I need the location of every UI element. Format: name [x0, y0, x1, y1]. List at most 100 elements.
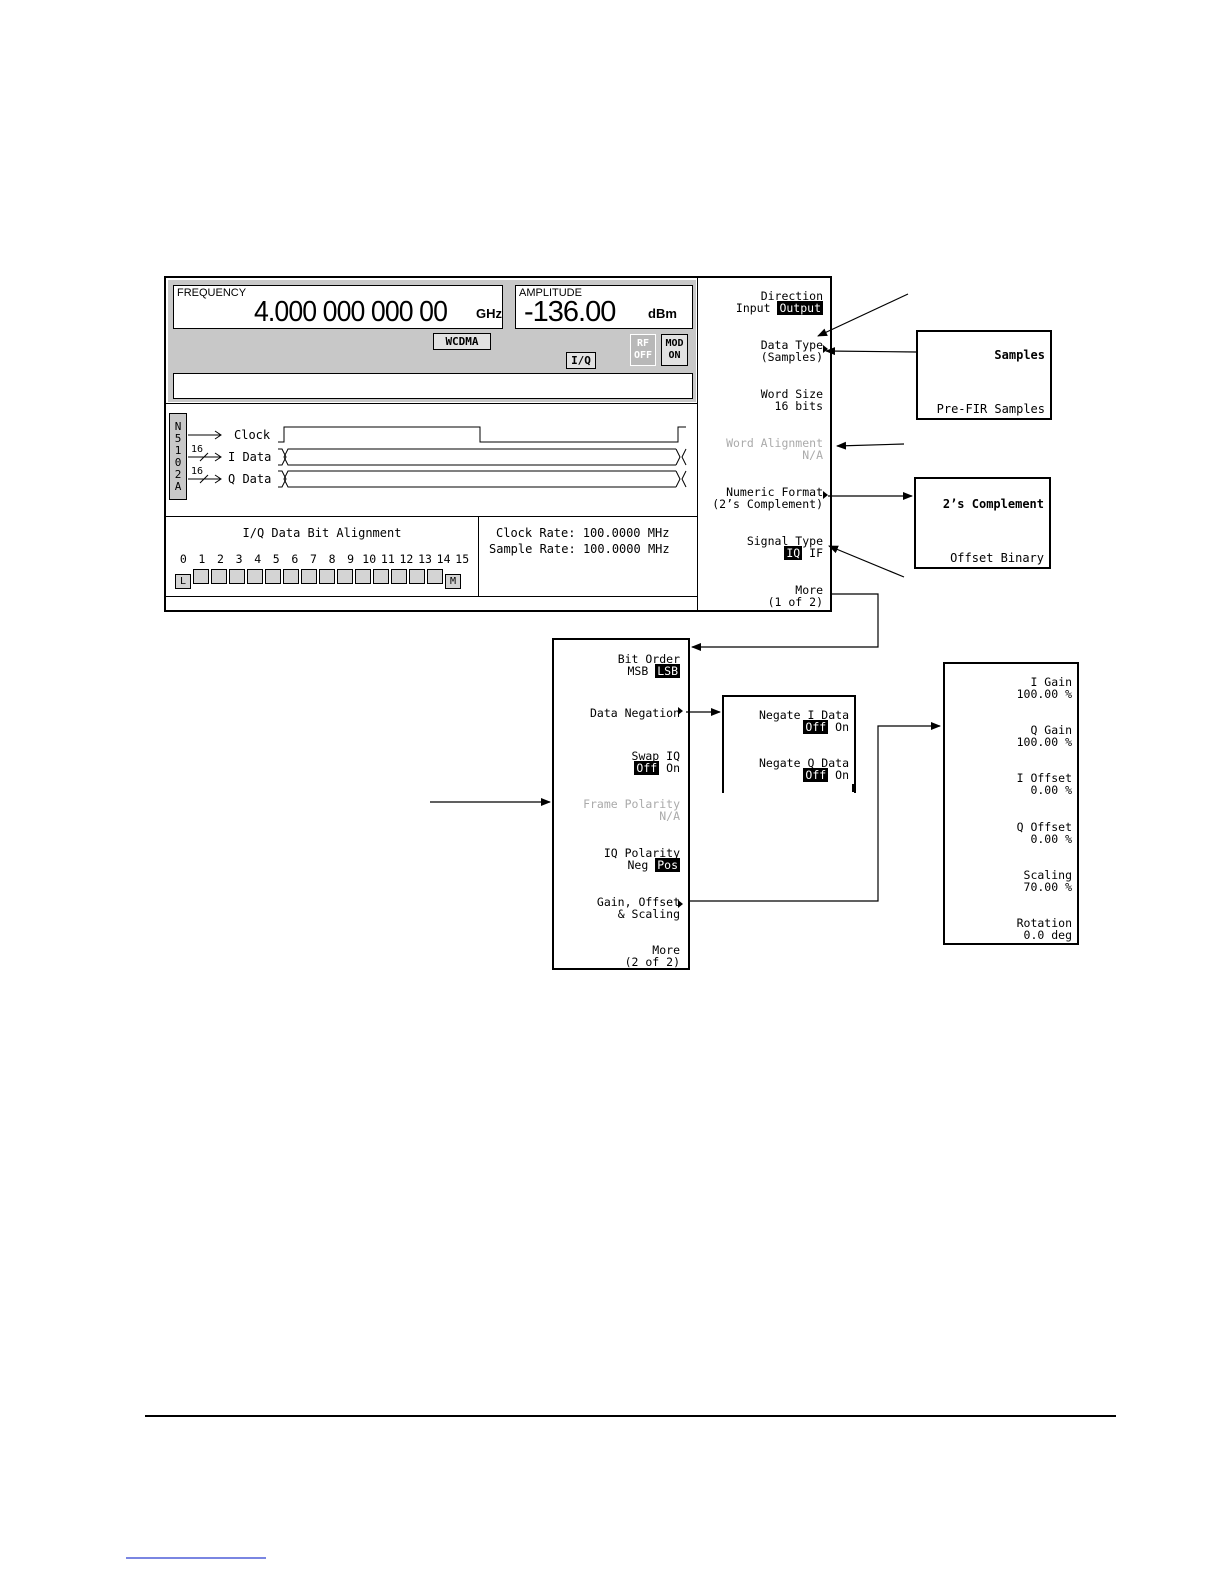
rf-badge-line1: RF — [636, 338, 650, 349]
clock-rate-label: Clock Rate: — [496, 526, 576, 540]
softkey-more-2[interactable]: More (2 of 2) — [625, 944, 680, 968]
direction-input-option: Input — [735, 301, 771, 315]
numeric-format-menu: 2’s Complement Offset Binary — [914, 477, 1051, 569]
softkey-data-negation[interactable]: Data Negation — [590, 707, 680, 719]
softkey-word-alignment-value: N/A — [802, 448, 823, 462]
softkey-signal-type-title: Signal Type — [746, 534, 823, 548]
idata-bus-end — [675, 448, 681, 466]
numeric-format-option-offset[interactable]: Offset Binary — [950, 551, 1044, 565]
softkey-swap-iq-title: Swap IQ — [631, 749, 680, 763]
negate-q-on-option: On — [835, 768, 849, 782]
swap-iq-off-option: Off — [634, 761, 660, 775]
device-char: N — [174, 420, 182, 433]
idata-arrow-head — [214, 452, 222, 462]
device-char: 5 — [174, 432, 182, 445]
softkey-direction[interactable]: Direction Input Output — [735, 289, 823, 315]
bit-order-lsb-option: LSB — [655, 664, 680, 678]
sample-rate: Sample Rate: 100.0000 MHz — [489, 542, 670, 556]
amplitude-label: AMPLITUDE — [519, 287, 582, 299]
qdata-bus-end — [675, 470, 681, 488]
data-type-option-samples[interactable]: Samples — [994, 348, 1045, 362]
scaling-title: Scaling — [1023, 868, 1072, 882]
softkey-gain-offset-scaling[interactable]: Gain, Offset & Scaling — [597, 896, 680, 920]
signal-type-if-option: IF — [809, 546, 823, 560]
softkey-i-offset[interactable]: I Offset 0.00 % — [1017, 772, 1072, 796]
rotation-value: 0.0 deg — [1023, 928, 1072, 942]
softkey-data-negation-title: Data Negation — [589, 706, 680, 720]
qdata-bus-start — [278, 470, 287, 488]
softkey-more-1-value: (1 of 2) — [767, 595, 823, 609]
menu-corner — [852, 784, 854, 792]
softkey-q-offset[interactable]: Q Offset 0.00 % — [1017, 821, 1072, 845]
bit-cell — [355, 569, 371, 584]
bit-number: 4 — [254, 552, 262, 566]
bit-number: 10 — [362, 552, 377, 566]
rf-badge-line2: OFF — [633, 350, 653, 361]
iq-polarity-pos-option: Pos — [655, 858, 680, 872]
softkey-frame-polarity-value: N/A — [659, 809, 680, 823]
softkey-word-size-value: 16 bits — [774, 399, 823, 413]
softkey-swap-iq[interactable]: Swap IQ Off On — [631, 749, 680, 775]
softkey-word-size-title: Word Size — [760, 387, 823, 401]
bit-cell — [373, 569, 389, 584]
softkey-i-gain[interactable]: I Gain 100.00 % — [1017, 676, 1072, 700]
mod-on-badge: MOD ON — [661, 334, 688, 366]
softkey-more-1[interactable]: More (1 of 2) — [768, 584, 823, 608]
softkey-numeric-format[interactable]: Numeric Format (2’s Complement) — [712, 486, 823, 510]
softkey-data-type-value: (Samples) — [760, 350, 823, 364]
submenu-indicator-icon — [823, 491, 828, 499]
bit-number: 1 — [198, 552, 206, 566]
bit-number: 12 — [399, 552, 414, 566]
softkey-more-2-title: More — [652, 943, 680, 957]
qdata-bus-width: 16 — [191, 466, 204, 477]
bit-cell — [301, 569, 317, 584]
softkey-more-2-value: (2 of 2) — [624, 955, 680, 969]
device-block: N 5 1 0 2 A — [169, 413, 187, 500]
softkey-scaling[interactable]: Scaling 70.00 % — [1024, 869, 1072, 893]
softkey-data-type-title: Data Type — [760, 338, 823, 352]
softkey-negate-q[interactable]: Negate Q Data Off On — [759, 757, 849, 782]
callout-arrow-gain-offset — [688, 722, 941, 902]
bit-number: 8 — [328, 552, 336, 566]
numeric-format-option-twos[interactable]: 2’s Complement — [942, 497, 1044, 511]
bit-cell — [211, 569, 227, 584]
softkey-data-type[interactable]: Data Type (Samples) — [761, 339, 823, 363]
softkey-word-size[interactable]: Word Size 16 bits — [761, 388, 823, 412]
bit-number: 6 — [291, 552, 299, 566]
qdata-bus-end-edge — [681, 470, 687, 488]
softkey-numeric-format-value: (2’s Complement) — [712, 497, 823, 511]
data-type-menu: Samples Pre-FIR Samples — [916, 330, 1052, 420]
data-negation-menu: Negate I Data Off On Negate Q Data Off O… — [722, 695, 856, 793]
softkey-negate-i[interactable]: Negate I Data Off On — [758, 708, 849, 734]
bit-number: 5 — [272, 552, 280, 566]
mode-badge: WCDMA — [433, 333, 491, 350]
softkey-iq-polarity-title: IQ Polarity — [603, 846, 680, 860]
softkey-bit-order[interactable]: Bit Order MSB LSB — [618, 653, 680, 678]
clock-arrow-head — [214, 430, 222, 440]
frequency-unit: GHz — [476, 306, 502, 321]
qdata-label: Q Data — [228, 472, 272, 486]
softkey-word-alignment: Word Alignment N/A — [726, 437, 823, 461]
divider — [166, 596, 698, 597]
softkey-iq-polarity[interactable]: IQ Polarity Neg Pos — [603, 846, 680, 872]
q-offset-value: 0.00 % — [1030, 832, 1072, 846]
instrument-screen: FREQUENCY 4.000 000 000 00 GHz AMPLITUDE… — [164, 276, 832, 612]
softkey-q-gain[interactable]: Q Gain 100.00 % — [1017, 724, 1072, 748]
softkey-rotation[interactable]: Rotation 0.0 deg — [1017, 917, 1072, 941]
bit-cell-lsb: L — [175, 574, 191, 589]
sample-rate-label: Sample Rate: — [489, 542, 576, 556]
bit-cell — [337, 569, 353, 584]
data-type-option-pre-fir[interactable]: Pre-FIR Samples — [936, 402, 1045, 416]
negate-i-title: Negate I Data — [758, 708, 849, 722]
device-char: 1 — [174, 444, 182, 457]
softkey-signal-type[interactable]: Signal Type IQ IF — [746, 534, 823, 560]
bit-number: 2 — [217, 552, 224, 566]
scaling-value: 70.00 % — [1023, 880, 1072, 894]
softkey-numeric-format-title: Numeric Format — [726, 485, 823, 499]
frequency-label: FREQUENCY — [177, 287, 247, 299]
i-gain-value: 100.00 % — [1016, 687, 1072, 701]
rotation-title: Rotation — [1016, 916, 1072, 930]
softkey-direction-title: Direction — [760, 289, 823, 303]
divider — [166, 516, 698, 517]
bit-cell — [247, 569, 263, 584]
